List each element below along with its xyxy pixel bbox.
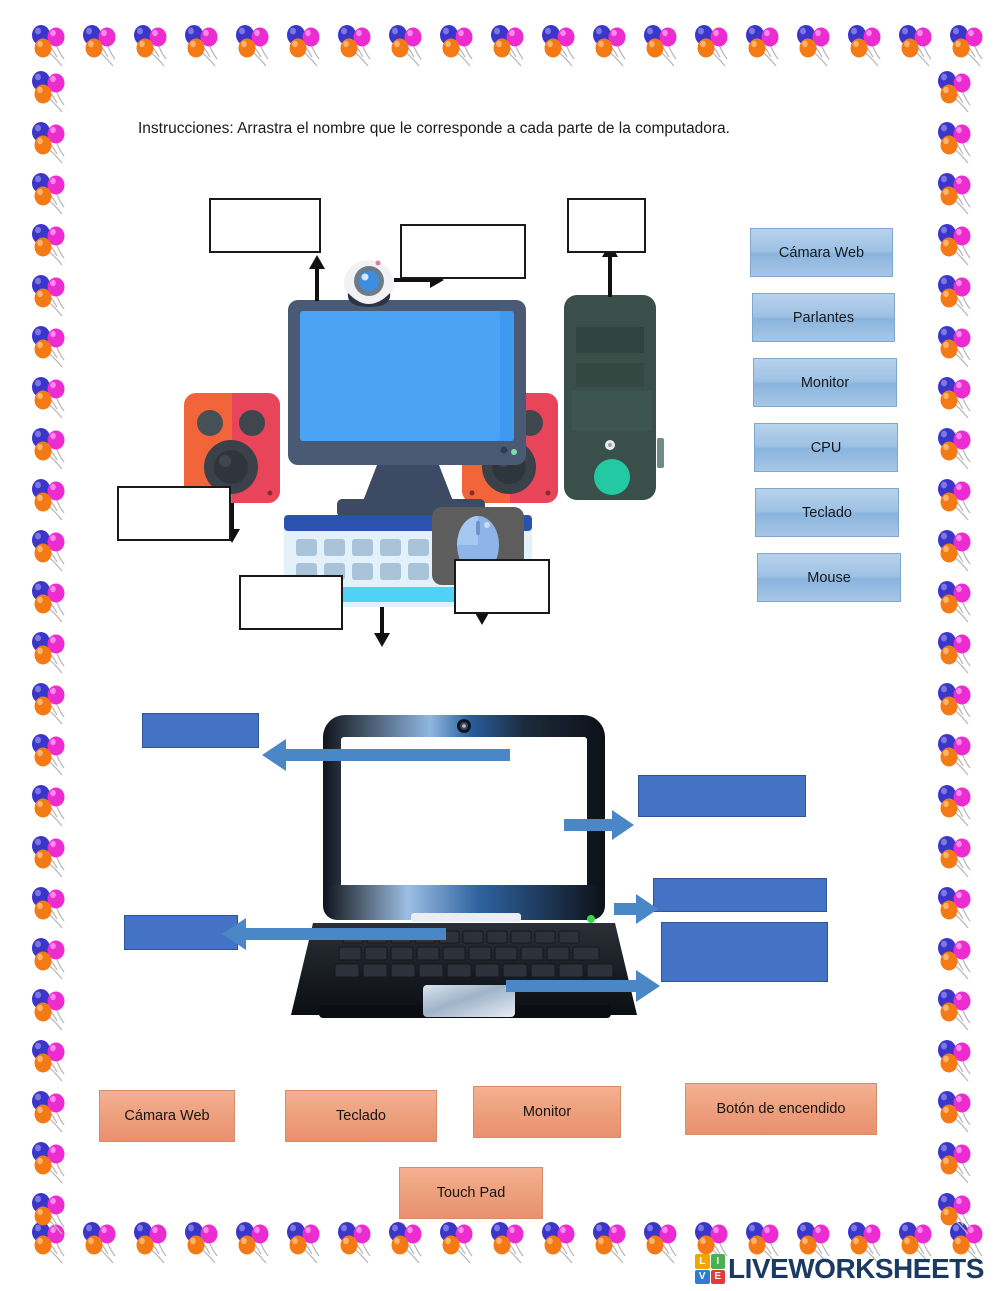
laptop-webcam-drop[interactable] xyxy=(142,713,259,748)
laptop-touchpad-drop[interactable] xyxy=(661,922,828,982)
laptop-keyboard-drop[interactable] xyxy=(124,915,238,950)
laptop-webcam-icon xyxy=(457,719,471,733)
instructions-text: Instrucciones: Arrastra el nombre que le… xyxy=(138,120,730,137)
cpu-answer-box[interactable] xyxy=(567,198,646,253)
orange-chip-touch-pad[interactable]: Touch Pad xyxy=(399,1167,543,1219)
laptop-illustration xyxy=(291,715,637,1018)
logo-text: LIVEWORKSHEETS xyxy=(728,1253,984,1284)
logo-square-v: V xyxy=(695,1269,710,1284)
word-chip-cpu[interactable]: CPU xyxy=(754,423,898,472)
desktop-computer-illustration xyxy=(184,243,664,647)
worksheet-content: Instrucciones: Arrastra el nombre que le… xyxy=(36,30,964,1240)
orange-chip-boton-encendido[interactable]: Botón de encendido xyxy=(685,1083,877,1135)
laptop-power-drop[interactable] xyxy=(653,878,827,912)
laptop-power-led-icon xyxy=(587,915,595,923)
laptop-touchpad-icon xyxy=(423,985,515,1017)
webcam-answer-box[interactable] xyxy=(400,224,526,279)
logo-square-l: L xyxy=(695,1254,710,1269)
orange-chip-monitor[interactable]: Monitor xyxy=(473,1086,621,1138)
word-chip-teclado[interactable]: Teclado xyxy=(755,488,899,537)
laptop-monitor-drop[interactable] xyxy=(638,775,806,817)
orange-chip-teclado[interactable]: Teclado xyxy=(285,1090,437,1142)
orange-chip-camara-web[interactable]: Cámara Web xyxy=(99,1090,235,1142)
monitor-icon xyxy=(288,300,526,517)
word-chip-mouse[interactable]: Mouse xyxy=(757,553,901,602)
word-chip-monitor[interactable]: Monitor xyxy=(753,358,897,407)
word-chip-camara-web[interactable]: Cámara Web xyxy=(750,228,893,277)
cpu-tower-icon xyxy=(564,295,664,500)
mouse-answer-box[interactable] xyxy=(454,559,550,614)
logo-square-e: E xyxy=(710,1269,725,1284)
speaker-left-icon xyxy=(184,393,280,503)
word-chip-parlantes[interactable]: Parlantes xyxy=(752,293,895,342)
webcam-icon xyxy=(344,260,394,307)
keyboard-answer-box[interactable] xyxy=(239,575,343,630)
monitor-answer-box[interactable] xyxy=(209,198,321,253)
logo-square-i: I xyxy=(710,1254,725,1269)
speaker-answer-box[interactable] xyxy=(117,486,231,541)
